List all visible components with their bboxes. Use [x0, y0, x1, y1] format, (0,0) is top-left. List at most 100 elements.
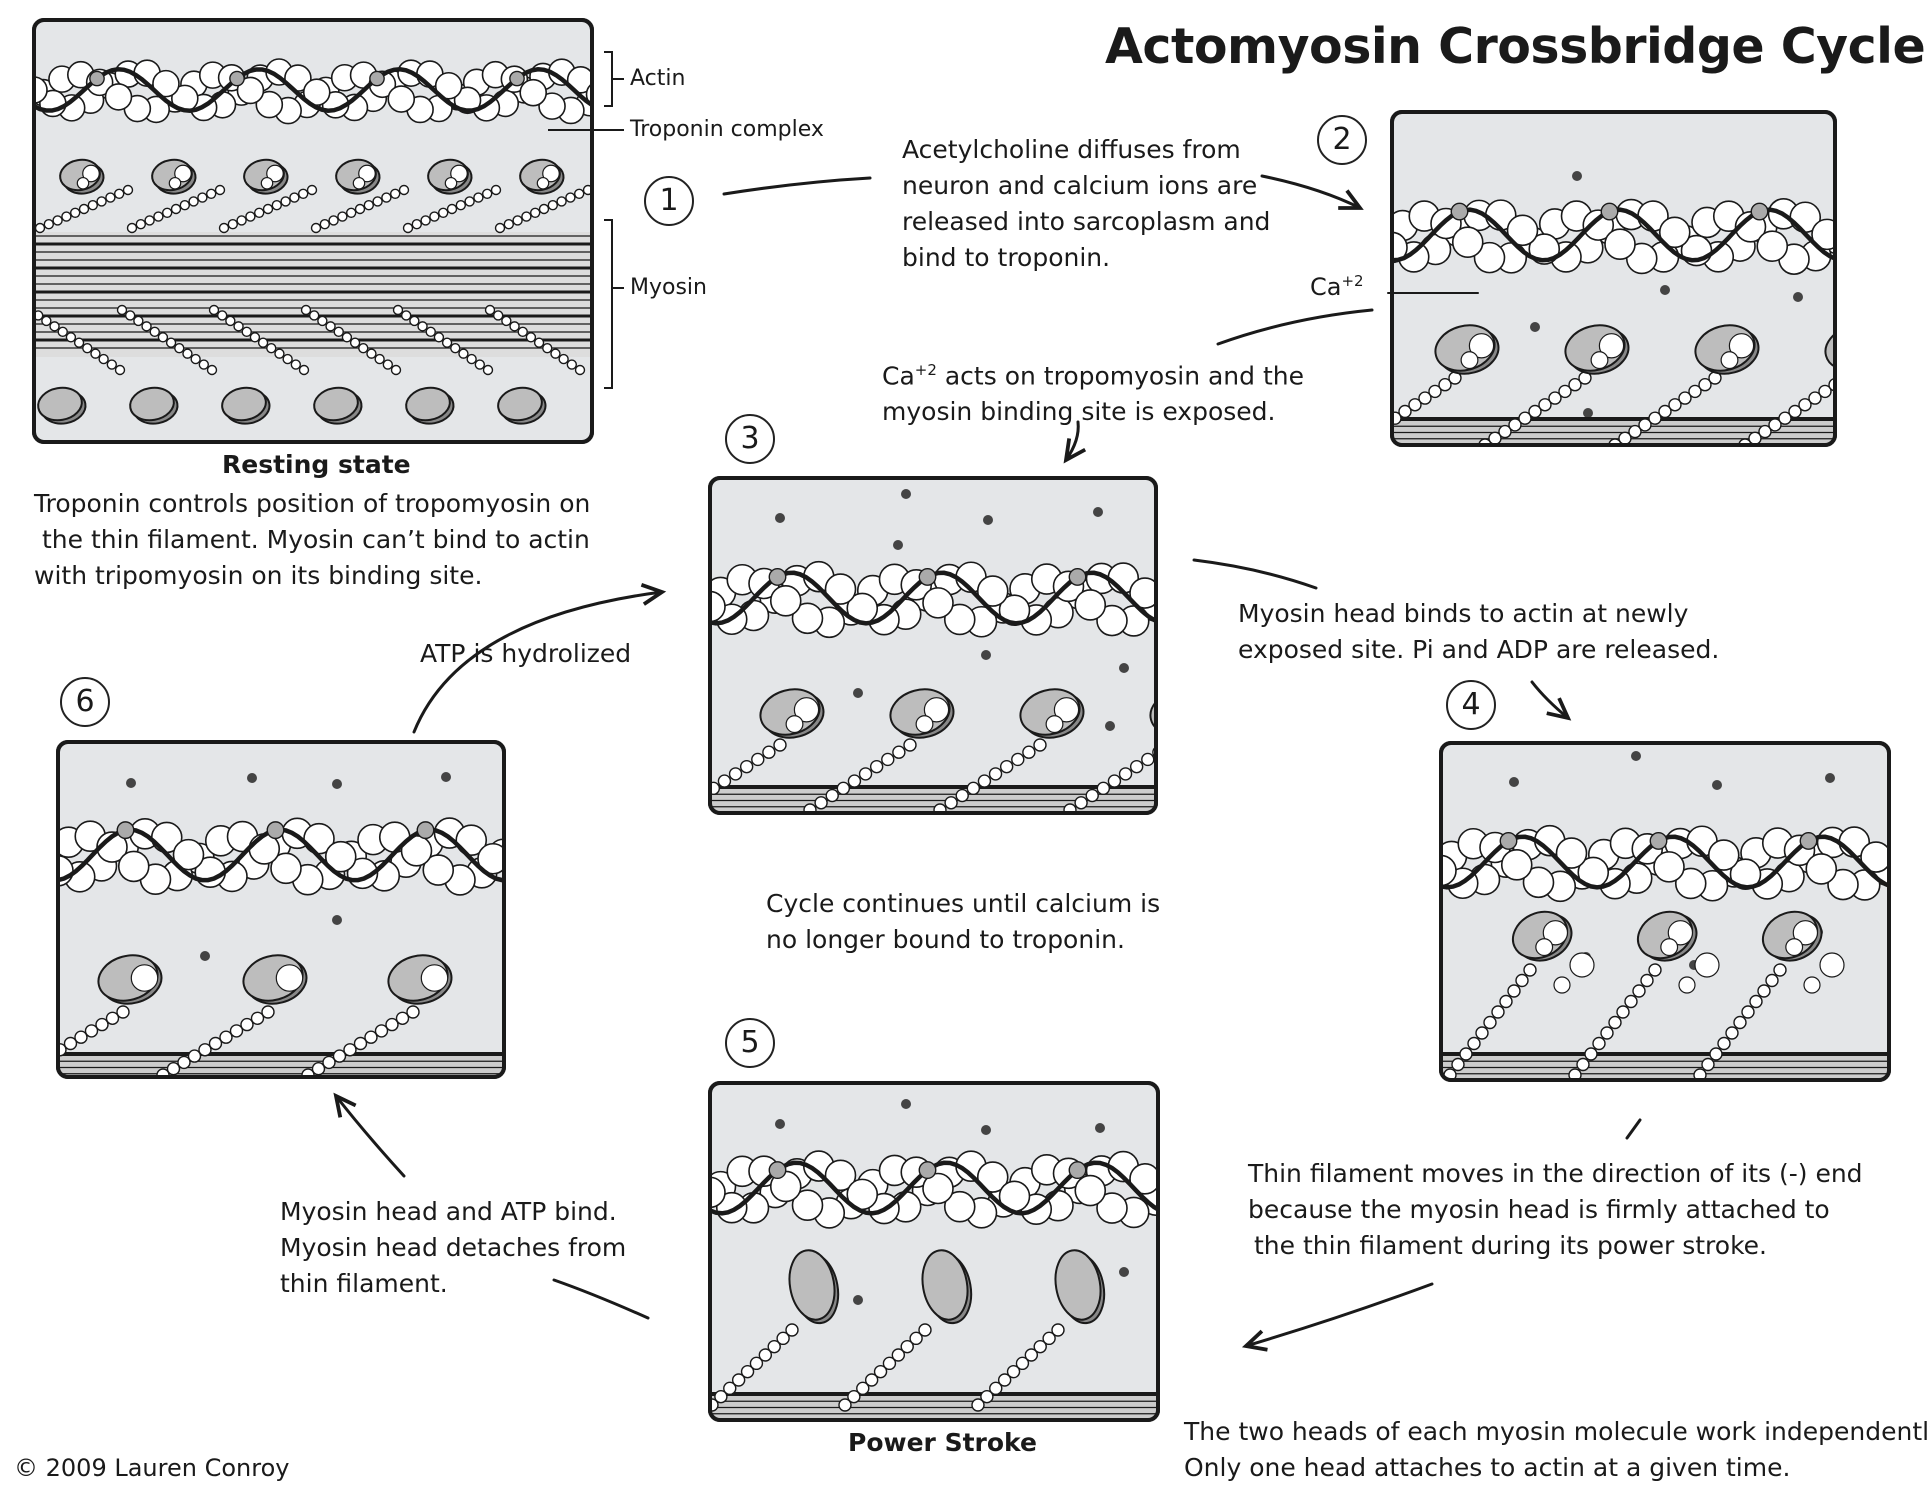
myosin-tail-bead	[87, 199, 99, 211]
myosin-tail-bead	[1349, 439, 1361, 451]
myosin-tail-bead	[521, 211, 532, 222]
actin-monomer	[710, 1176, 726, 1209]
label-myosin: Myosin	[630, 275, 707, 300]
myosin-tail-bead	[455, 199, 466, 211]
adp-molecule	[174, 164, 192, 183]
adp-molecule	[923, 697, 950, 723]
myosin-tail-bead	[271, 199, 282, 211]
actin-monomer	[824, 1159, 857, 1192]
actin-monomer	[1653, 851, 1685, 883]
myosin-tail-bead	[308, 310, 320, 321]
actin-monomer	[943, 1190, 976, 1223]
copyright: © 2009 Lauren Conroy	[14, 1454, 290, 1482]
myosin-tail-bead	[1051, 1323, 1065, 1337]
myosin-head	[788, 1249, 840, 1325]
actin-monomer	[1129, 1163, 1158, 1195]
arrow-to-step-3-from-6	[412, 583, 667, 734]
myosin-tail-bead	[170, 203, 182, 215]
step-4-line-3: the thin filament during its power strok…	[1254, 1231, 1768, 1260]
myosin-tail-bead	[218, 222, 230, 234]
pi-molecule	[536, 176, 550, 190]
troponin-complex	[918, 567, 937, 586]
myosin-tail-bead	[1499, 994, 1513, 1009]
step-number-2: 2	[1317, 115, 1367, 165]
calcium-ion	[981, 650, 991, 660]
myosin-tail-bead	[332, 1049, 347, 1063]
thick-filament-edge	[1392, 417, 1835, 421]
actin-monomer	[710, 590, 726, 623]
myosin-tail-bead	[1438, 378, 1452, 392]
step-6-filaments	[44, 772, 504, 1077]
myosin-tail-bead	[328, 215, 339, 226]
myosin-tail-bead	[241, 326, 252, 338]
myosin-tail-bead	[133, 315, 144, 327]
myosin-tail-bead	[349, 337, 361, 348]
myosin-tail-bead	[206, 364, 218, 376]
myosin-tail-bead	[282, 353, 293, 365]
myosin-tail-bead	[433, 332, 445, 343]
calcium-ion	[1572, 171, 1582, 181]
pi-molecule	[1785, 938, 1804, 957]
myosin-tail-bead	[1558, 384, 1572, 399]
myosin-tail-bead	[696, 790, 708, 802]
troponin-complex	[768, 567, 787, 586]
actin-monomer	[236, 76, 265, 105]
myosin-tail-bead	[322, 1055, 336, 1070]
step-2-line-1: Ca+2 acts on tropomyosin and the	[882, 352, 1304, 394]
myosin-tail-bead	[1015, 1356, 1030, 1371]
released-pi	[1803, 976, 1821, 994]
myosin-tail-bead	[1828, 378, 1835, 392]
myosin-tail-bead	[1491, 1005, 1505, 1019]
pi-molecule	[260, 176, 274, 190]
myosin-tail-bead	[34, 222, 46, 234]
myosin-tail-bead	[216, 310, 228, 321]
myosin-tail-bead	[1408, 398, 1422, 412]
adp-molecule	[266, 164, 284, 183]
myosin-tail-bead	[1624, 994, 1638, 1009]
myosin-tail-bead	[1369, 426, 1381, 438]
myosin-tail-bead	[892, 745, 906, 759]
calcium-ion	[983, 515, 993, 525]
myosin-tail-bead	[1616, 1005, 1630, 1019]
myosin-tail-bead	[1507, 984, 1521, 998]
actin-monomer	[1500, 849, 1533, 881]
pi-molecule	[1460, 351, 1479, 370]
myosin-tail-bead	[1765, 973, 1779, 988]
step-1-line-4: bind to troponin.	[902, 243, 1111, 272]
myosin-tail-bead	[274, 348, 285, 359]
step-4-line-2: because the myosin head is firmly attach…	[1248, 1195, 1830, 1224]
actin-monomer	[1674, 867, 1707, 900]
myosin-tail-bead	[574, 188, 585, 200]
myosin-tail-bead	[674, 804, 686, 816]
pi-molecule	[168, 176, 182, 190]
resting-line-1: Troponin controls position of tropomyosi…	[34, 489, 591, 518]
myosin-tail-bead	[441, 337, 453, 348]
step-4-line-1: Thin filament moves in the direction of …	[1248, 1159, 1863, 1188]
myosin-tail-bead	[1528, 404, 1542, 419]
myosin-tail-bead	[1709, 1047, 1723, 1061]
myosin-tail-bead	[473, 192, 484, 203]
myosin-tail-bead	[390, 188, 401, 200]
actin-monomer	[34, 76, 48, 104]
myosin-tail-bead	[1011, 752, 1025, 767]
myosin-tail-bead	[402, 222, 414, 234]
myosin-tail-bead	[198, 359, 210, 370]
myosin-tail-bead	[179, 199, 191, 211]
myosin-tail-bead	[1658, 404, 1672, 419]
myosin-tail-bead	[44, 1050, 56, 1062]
myosin-tail-bead	[1033, 738, 1047, 752]
heads-note-line-1: The two heads of each myosin molecule wo…	[1184, 1417, 1930, 1446]
myosin-tail-bead	[257, 337, 269, 348]
myosin-tail-bead	[182, 348, 193, 359]
myosin-tail-bead	[494, 222, 506, 234]
myosin-tail-bead	[1118, 767, 1133, 781]
myosin-head	[313, 386, 363, 425]
calcium-ion	[1825, 773, 1835, 783]
myosin-tail-bead	[762, 745, 776, 759]
myosin-tail-bead	[723, 1381, 737, 1396]
calcium-ion	[775, 1119, 785, 1129]
myosin-tail-bead	[245, 211, 256, 222]
myosin-tail-bead	[392, 304, 404, 316]
myosin-tail-bead	[556, 196, 567, 207]
actin-monomer	[455, 824, 488, 856]
